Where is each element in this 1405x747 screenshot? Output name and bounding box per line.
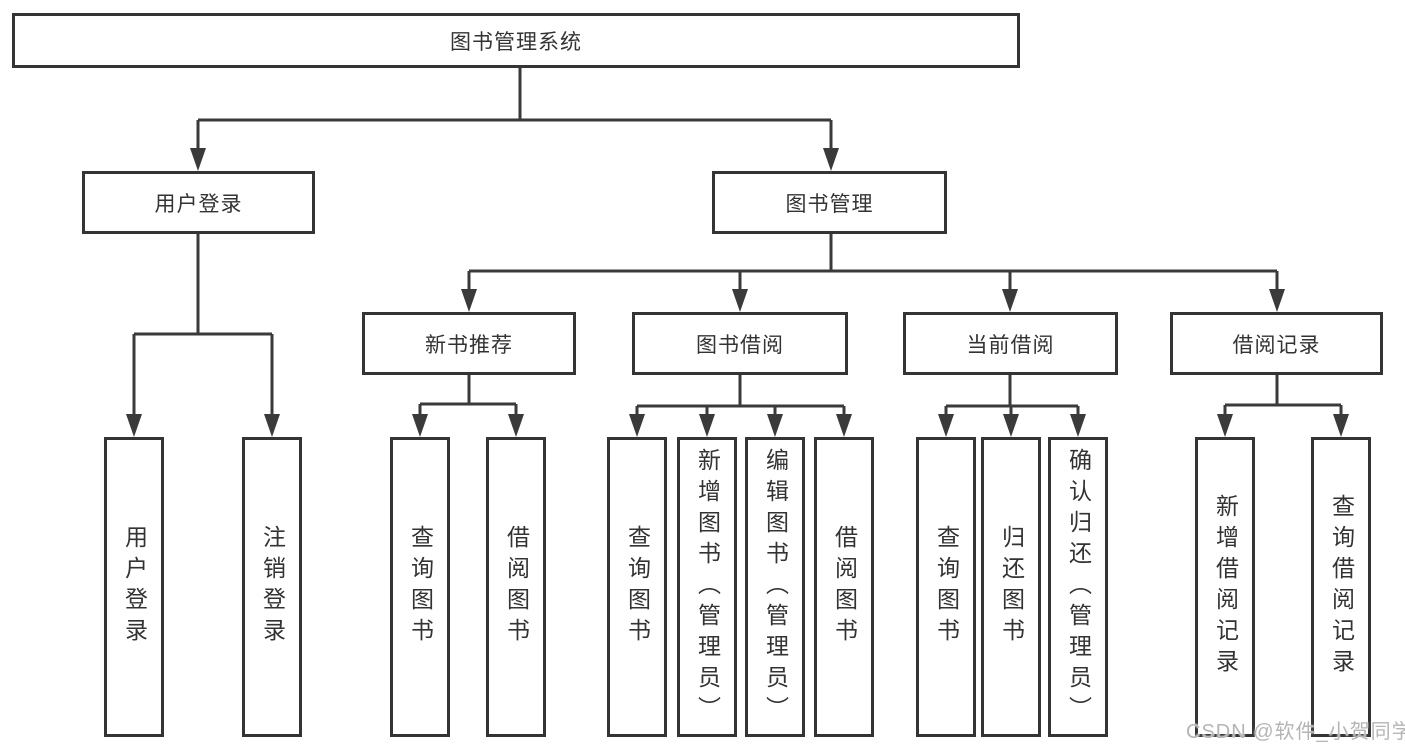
node-library-management-system: 图书管理系统 — [12, 13, 1020, 68]
leaf-logout-login: 注销登录 — [242, 437, 302, 737]
node-user-login: 用户登录 — [82, 171, 315, 234]
leaf-borrow-books-recommend: 借阅图书 — [486, 437, 546, 737]
node-borrowing-records: 借阅记录 — [1170, 312, 1383, 375]
node-book-management: 图书管理 — [712, 171, 947, 234]
leaf-query-books-current: 查询图书 — [916, 437, 976, 737]
leaf-add-borrow-record: 新增借阅记录 — [1195, 437, 1255, 737]
leaf-borrow-books-borrowing: 借阅图书 — [814, 437, 874, 737]
leaf-confirm-return-admin: 确认归还（管理员） — [1048, 437, 1108, 737]
node-book-borrowing: 图书借阅 — [632, 312, 848, 375]
leaf-user-login: 用户登录 — [104, 437, 164, 737]
leaf-query-books-recommend: 查询图书 — [390, 437, 450, 737]
leaf-return-books: 归还图书 — [981, 437, 1041, 737]
csdn-watermark: CSDN @软件_小贺同学 — [1186, 721, 1405, 743]
leaf-add-book-admin: 新增图书（管理员） — [677, 437, 737, 737]
leaf-edit-book-admin: 编辑图书（管理员） — [745, 437, 805, 737]
leaf-query-books-borrowing: 查询图书 — [607, 437, 667, 737]
leaf-query-borrow-record: 查询借阅记录 — [1311, 437, 1371, 737]
node-current-borrowing: 当前借阅 — [903, 312, 1118, 375]
node-new-book-recommend: 新书推荐 — [362, 312, 576, 375]
